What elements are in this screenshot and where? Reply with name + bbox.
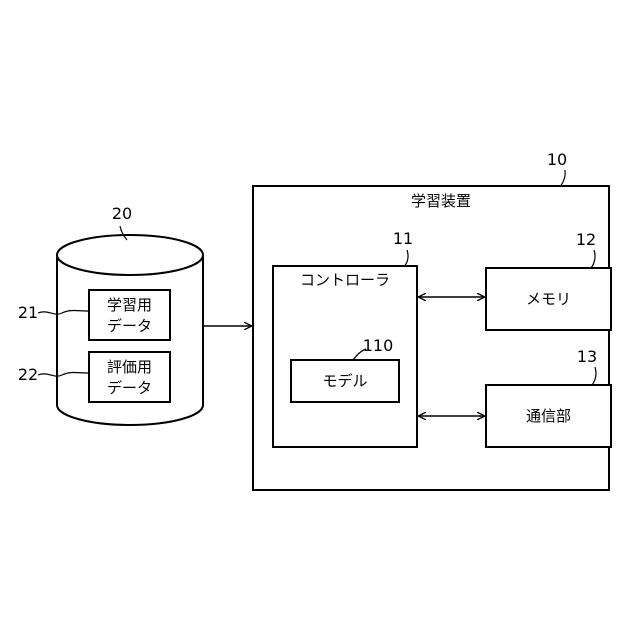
- learning-device-title: 学習装置: [411, 192, 471, 210]
- evaluation-data-label-line1: 評価用: [107, 358, 152, 376]
- learning-data-label-line1: 学習用: [107, 296, 152, 314]
- memory-ref: 12: [576, 230, 596, 249]
- learning-device-ref-leader: [560, 170, 565, 187]
- memory-label: メモリ: [526, 290, 571, 308]
- learning-data-ref: 21: [18, 303, 38, 322]
- model-label: モデル: [322, 372, 367, 390]
- evaluation-data-ref: 22: [18, 365, 38, 384]
- learning-device-ref: 10: [547, 150, 567, 169]
- communication-ref: 13: [577, 347, 597, 366]
- controller-label: コントローラ: [300, 271, 390, 289]
- communication-label: 通信部: [526, 407, 571, 425]
- learning-data-label-line2: データ: [107, 317, 152, 335]
- model-ref: 110: [363, 336, 394, 355]
- database-ref: 20: [112, 204, 132, 223]
- evaluation-data-label-line2: データ: [107, 379, 152, 397]
- controller-box: [273, 266, 417, 447]
- controller-ref: 11: [393, 229, 413, 248]
